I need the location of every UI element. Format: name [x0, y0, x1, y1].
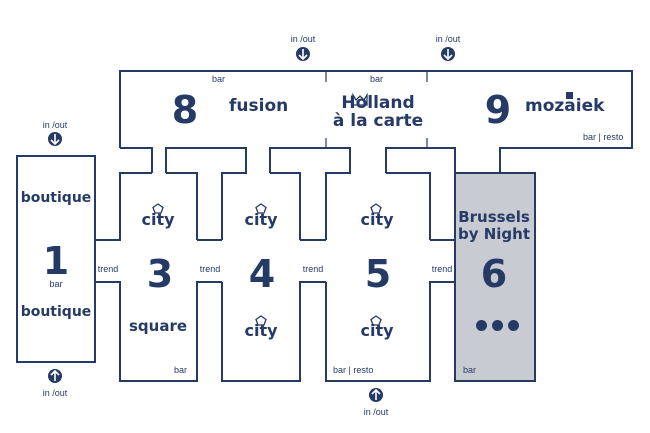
corridor-trend-4: trend [431, 264, 453, 274]
holland-line2: à la carte [332, 111, 424, 131]
entrance-label-e: in /out [363, 407, 389, 417]
corridor-trend-2: trend [199, 264, 221, 274]
room-9-logo: mozaiek [525, 96, 605, 116]
room-5-logo-top: city [360, 210, 394, 229]
room-6-dots [476, 320, 519, 331]
mozaiek-mark [566, 92, 573, 99]
room-6-name-line1: Brussels [458, 208, 530, 226]
room-4-logo-top: city [244, 210, 278, 229]
room-9-tag: bar | resto [583, 132, 624, 142]
room-3-logo-top: city [141, 210, 175, 229]
entrance-arrow-d[interactable] [48, 369, 62, 383]
room-5-wall [300, 172, 455, 382]
room-8-logo: fusion [229, 96, 289, 116]
room-6-highlight [454, 172, 536, 382]
room-4-number: 4 [248, 252, 276, 296]
entrance-label-d: in /out [42, 388, 68, 398]
city-mark-5b [370, 315, 382, 326]
entrance-arrow-a[interactable] [296, 47, 310, 61]
room-1-wall [16, 155, 96, 363]
holland-tag: bar [370, 74, 384, 84]
room-4-logo-bottom: city [244, 321, 278, 340]
dot-1 [476, 320, 487, 331]
room-5-tag: bar | resto [333, 365, 374, 375]
entrance-label-b: in /out [435, 34, 461, 44]
pillar-2 [269, 147, 351, 240]
city-logo-marks [152, 92, 573, 326]
room-5-number: 5 [364, 252, 392, 296]
entrance-arrow-c[interactable] [48, 132, 62, 146]
room-6-name-line2: by Night [457, 225, 531, 243]
entrance-arrow-e[interactable] [369, 388, 383, 402]
room-3-logo-bottom: square [128, 317, 188, 335]
room-8-number: 8 [171, 88, 199, 132]
dot-2 [492, 320, 503, 331]
room-9-number: 9 [484, 88, 512, 132]
city-mark-5a [370, 203, 382, 214]
room-6-tag: bar [463, 365, 477, 375]
holland-crown-mark [352, 92, 368, 106]
city-mark-4b [255, 315, 267, 326]
pillar-3 [385, 147, 456, 173]
city-mark-3 [152, 203, 164, 214]
room-3-tag: bar [174, 365, 188, 375]
room-1-sub: bar [49, 279, 63, 289]
entrance-arrow-b[interactable] [441, 47, 455, 61]
room-6-number: 6 [480, 252, 508, 296]
city-mark-4a [255, 203, 267, 214]
room-3-number: 3 [146, 252, 174, 296]
room-1-number: 1 [42, 239, 70, 283]
pillar-1 [165, 147, 247, 240]
holland-line1: Holland [341, 93, 415, 113]
room-5-logo-bottom: city [360, 321, 394, 340]
room-8-tag: bar [212, 74, 226, 84]
room-1-logo-top: boutique [20, 190, 92, 206]
room-4-wall [197, 172, 326, 382]
dot-3 [508, 320, 519, 331]
room-1-logo-bottom: boutique [20, 304, 92, 320]
corridor-trend-1: trend [97, 264, 119, 274]
corridor-trend-3: trend [302, 264, 324, 274]
room-3-wall [95, 172, 222, 382]
entrance-label-a: in /out [290, 34, 316, 44]
entrance-label-c: in /out [42, 120, 68, 130]
room-6-junction [430, 172, 535, 241]
